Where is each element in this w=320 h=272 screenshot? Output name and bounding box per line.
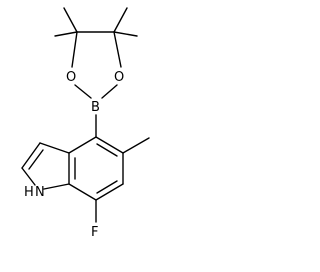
bond-c4-c5-double [96,143,118,157]
bond-c3a-c4 [68,136,97,154]
atom-label-nitrogen: N [35,185,45,200]
bond-o-b-right [101,84,118,99]
bond-c3a-c3 [39,142,70,154]
bond-methyl-4 [113,31,138,37]
bond-c7-c7a [68,183,97,201]
bond-c3-c2 [21,142,41,169]
bond-c3-c2-double [28,149,44,170]
bond-methyl-2 [63,7,78,33]
molecule-structure: O O B N H F [21,7,150,240]
structure-canvas: O O B N H F [21,7,150,240]
bond-c4-c5 [95,136,124,154]
bond-methyl-3 [113,7,128,33]
bond-c2-n1 [21,167,36,186]
bond-c-o-right [113,31,122,68]
bond-c6-c7-double [96,180,118,194]
atom-label-boron: B [91,100,100,115]
bond-o-b-left [74,84,92,99]
atom-label-oxygen-left: O [66,70,76,85]
bond-methyl-1 [54,31,78,37]
atom-label-fluorine: F [91,225,98,240]
atom-label-hydrogen: H [24,185,34,200]
bond-c6-c7 [95,183,124,201]
atom-label-oxygen-right: O [114,70,124,85]
bond-n1-c7a [43,183,70,190]
bond-c-o-left [71,31,78,68]
bond-c5-methyl [122,137,150,154]
